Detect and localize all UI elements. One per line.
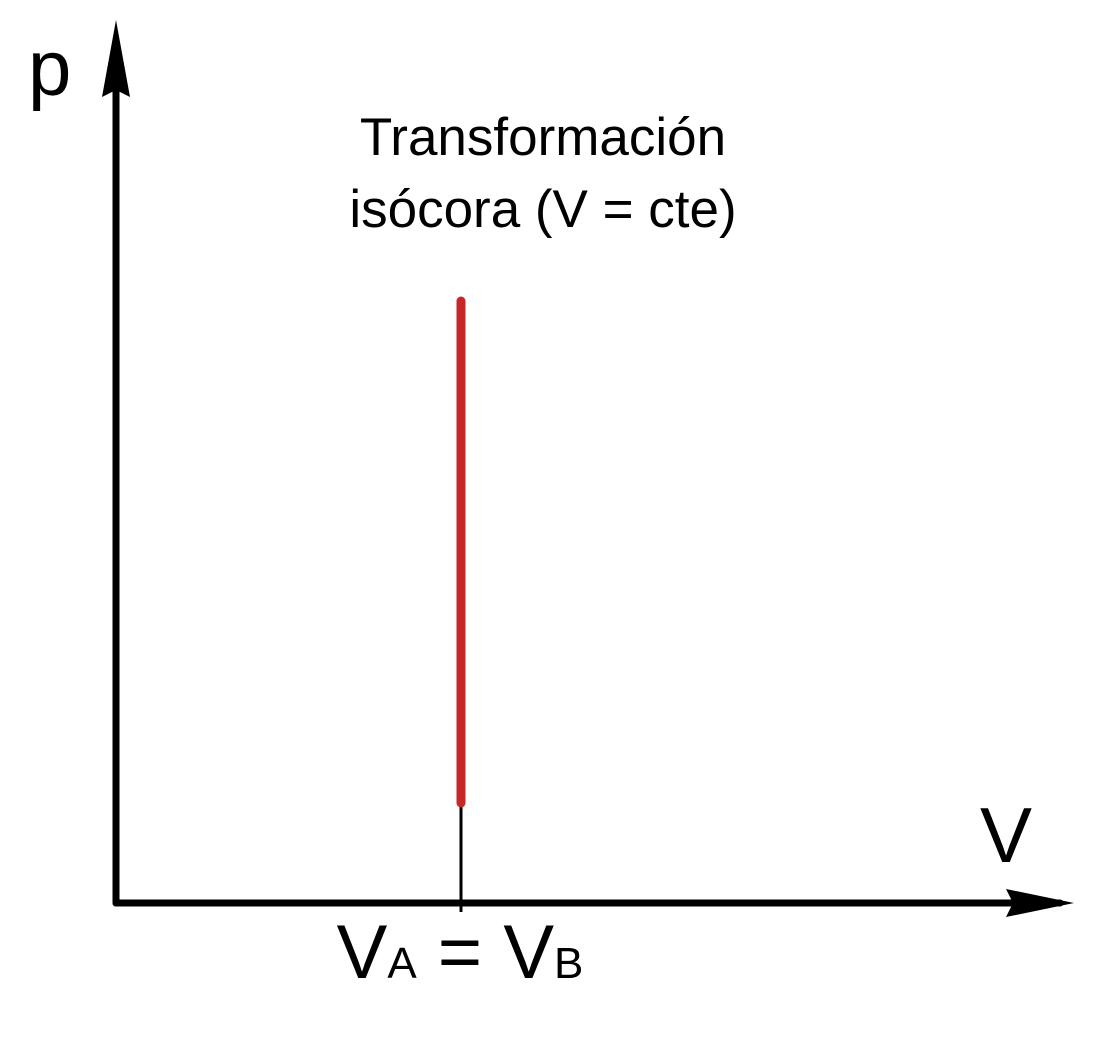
diagram-title-line1: Transformación [360, 108, 726, 167]
x-axis-label: V [980, 791, 1032, 879]
diagram-title-line2: isócora (V = cte) [349, 180, 736, 239]
volume-a-subscript: A [387, 939, 417, 988]
volume-tick-label: VA = VB [337, 910, 584, 995]
y-axis-label: p [28, 24, 71, 112]
x-axis-arrowhead [1006, 889, 1074, 917]
y-axis-arrowhead [102, 20, 130, 97]
volume-b-subscript: B [554, 939, 583, 988]
equals-sign: = [417, 910, 504, 995]
volume-b-symbol: V [503, 910, 554, 995]
volume-a-symbol: V [337, 910, 388, 995]
